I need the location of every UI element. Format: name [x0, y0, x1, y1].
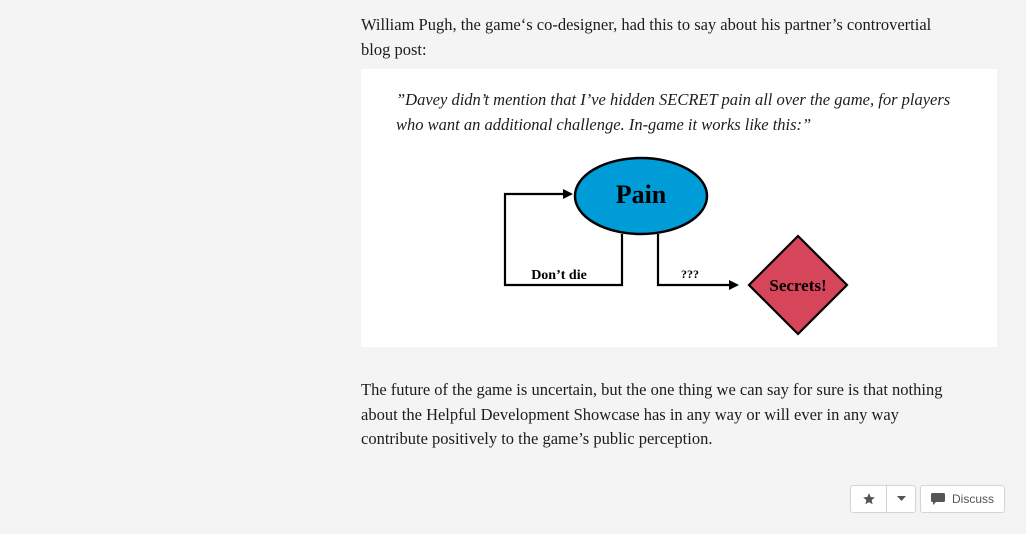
star-icon — [862, 493, 875, 505]
outro-paragraph: The future of the game is uncertain, but… — [361, 380, 943, 448]
discuss-label: Discuss — [952, 492, 995, 506]
caret-down-icon — [896, 496, 906, 501]
blockquote: ”Davey didn’t mention that I’ve hidden S… — [361, 69, 997, 347]
star-button[interactable] — [851, 486, 887, 512]
speech-bubble-icon — [931, 493, 945, 505]
star-button-group — [850, 485, 916, 513]
pain-flowchart: Pain Don’t die ??? Secrets! — [503, 156, 849, 336]
branch-label: ??? — [681, 267, 699, 281]
pain-label: Pain — [616, 180, 667, 209]
star-options-dropdown[interactable] — [887, 486, 915, 512]
intro-paragraph: William Pugh, the game‘s co-designer, ha… — [361, 15, 932, 59]
branch-arrow — [656, 234, 739, 290]
pain-node — [573, 156, 709, 236]
loop-label: Don’t die — [531, 268, 587, 283]
article-actions: Discuss — [850, 485, 1006, 513]
loop-arrow — [503, 189, 624, 287]
discuss-button[interactable]: Discuss — [920, 485, 1006, 513]
quote-text: ”Davey didn’t mention that I’ve hidden S… — [396, 90, 951, 134]
secrets-label: Secrets! — [769, 276, 826, 295]
secrets-node — [747, 234, 849, 336]
